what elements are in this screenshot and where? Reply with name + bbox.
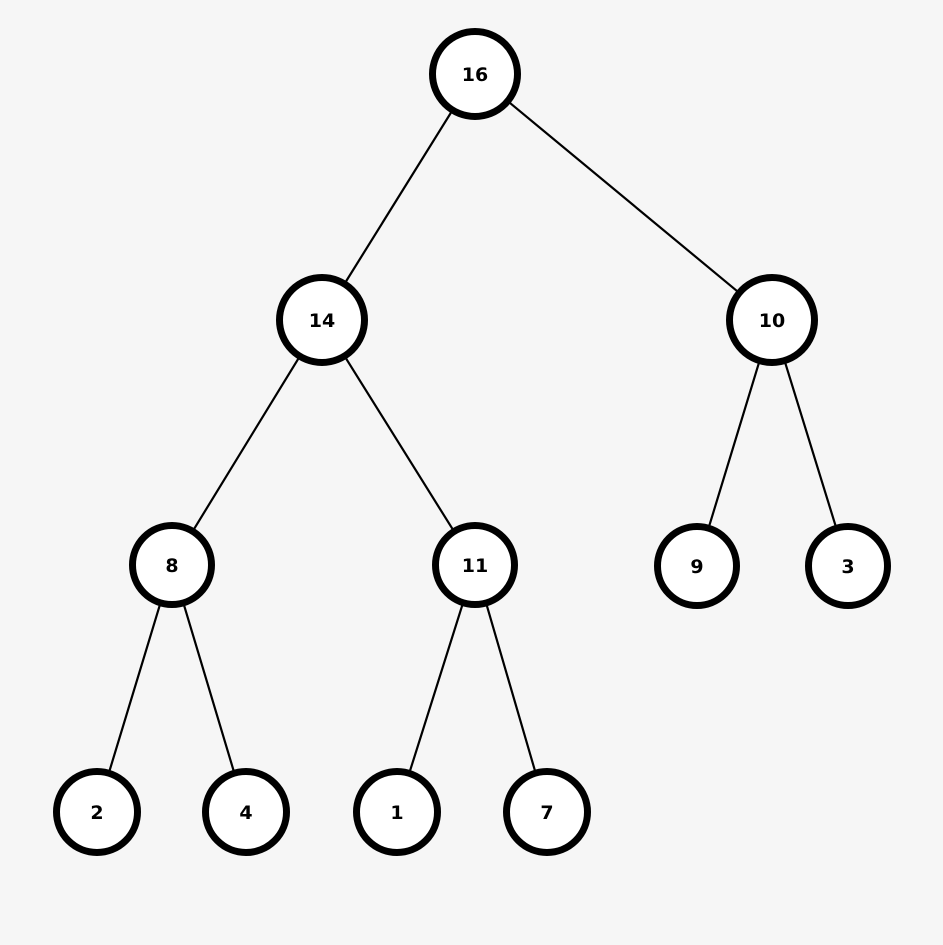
tree-node[interactable]: 10 bbox=[726, 274, 818, 366]
tree-edge bbox=[344, 356, 455, 532]
tree-node[interactable]: 3 bbox=[805, 523, 891, 609]
tree-edge bbox=[783, 360, 837, 528]
tree-node-label: 3 bbox=[841, 556, 854, 578]
tree-node-label: 10 bbox=[759, 310, 785, 332]
tree-edge bbox=[485, 603, 537, 773]
node-layer: 16 14 10 8 11 9 3 2 4 1 7 bbox=[53, 28, 891, 856]
tree-node-circle[interactable] bbox=[429, 28, 521, 120]
tree-node-circle[interactable] bbox=[503, 768, 591, 856]
tree-node-circle[interactable] bbox=[53, 768, 141, 856]
tree-node[interactable]: 2 bbox=[53, 768, 141, 856]
tree-node-circle[interactable] bbox=[726, 274, 818, 366]
tree-node-circle[interactable] bbox=[805, 523, 891, 609]
tree-node[interactable]: 16 bbox=[429, 28, 521, 120]
edge-layer bbox=[108, 100, 837, 774]
tree-node[interactable]: 14 bbox=[276, 274, 368, 366]
tree-edge bbox=[108, 603, 162, 773]
tree-node-label: 11 bbox=[462, 555, 488, 577]
tree-node-circle[interactable] bbox=[432, 522, 518, 608]
tree-node-label: 8 bbox=[165, 555, 178, 577]
tree-node[interactable]: 8 bbox=[129, 522, 215, 608]
tree-edge bbox=[507, 100, 740, 294]
tree-node-label: 16 bbox=[462, 64, 488, 86]
tree-edge bbox=[192, 356, 301, 532]
tree-node[interactable]: 7 bbox=[503, 768, 591, 856]
tree-node-circle[interactable] bbox=[276, 274, 368, 366]
tree-node-label: 9 bbox=[690, 556, 703, 578]
tree-node-label: 14 bbox=[309, 310, 335, 332]
tree-node[interactable]: 1 bbox=[353, 768, 441, 856]
tree-node-circle[interactable] bbox=[129, 522, 215, 608]
tree-node-label: 4 bbox=[239, 802, 252, 824]
tree-node-circle[interactable] bbox=[353, 768, 441, 856]
tree-node-circle[interactable] bbox=[202, 768, 290, 856]
tree-node[interactable]: 9 bbox=[654, 523, 740, 609]
tree-edge bbox=[182, 603, 236, 773]
tree-node[interactable]: 4 bbox=[202, 768, 290, 856]
tree-node-circle[interactable] bbox=[654, 523, 740, 609]
tree-node[interactable]: 11 bbox=[432, 522, 518, 608]
tree-edge bbox=[707, 360, 761, 528]
tree-edge bbox=[408, 602, 464, 774]
tree-node-label: 7 bbox=[540, 802, 553, 824]
tree-node-label: 1 bbox=[390, 802, 403, 824]
tree-edge bbox=[344, 110, 453, 284]
tree-node-label: 2 bbox=[90, 802, 103, 824]
